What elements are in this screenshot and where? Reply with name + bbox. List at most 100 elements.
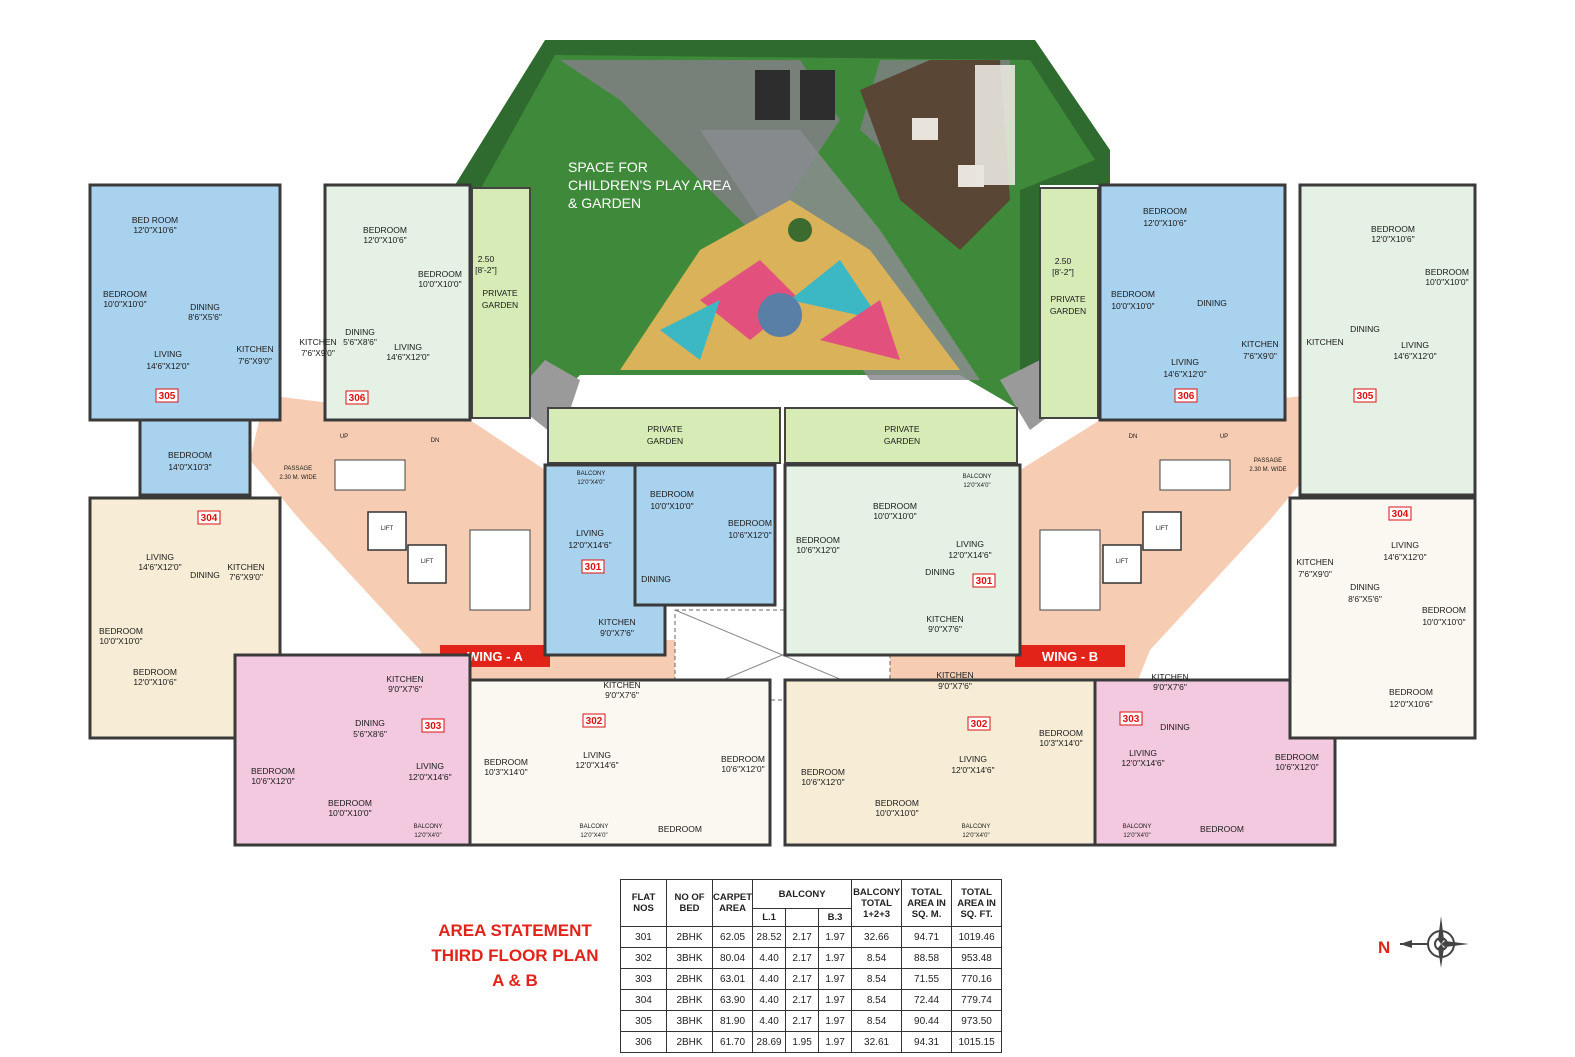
cell-carpet: 61.70 (711, 1031, 754, 1053)
cell-sqm: 90.44 (901, 1010, 953, 1032)
table-row: 304 2BHK 63.90 4.40 2.17 1.97 8.54 72.44… (620, 989, 1003, 1011)
301a-kitchen: KITCHEN (598, 617, 635, 627)
cell-carpet: 62.05 (711, 926, 754, 948)
cell-d2: 2.17 (785, 989, 820, 1011)
pg-right-label-2: GARDEN (1050, 306, 1086, 316)
balcony-303a: BALCONY (414, 824, 443, 830)
302a-bedroom-2: BEDROOM (721, 754, 765, 764)
flat-303-left: 303 (425, 721, 442, 732)
cell-l1: 4.40 (752, 968, 787, 990)
302b-bedroom-1-dim: 10'3"X14'0" (1039, 738, 1082, 748)
305-bedroom-2-dim: 10'0"X10'0" (103, 299, 146, 309)
col-carpet-area: CARPET AREA (711, 879, 754, 927)
cell-carpet: 80.04 (711, 947, 754, 969)
304b-kitchen-dim: 7'6"X9'0" (1298, 569, 1332, 579)
passage-right-label: PASSAGE (1254, 458, 1282, 464)
301b-bedroom-2: BEDROOM (796, 535, 840, 545)
cell-btotal: 32.66 (851, 926, 903, 948)
flat-303-right: 303 (1123, 714, 1140, 725)
pg-right-dim-ft: [8'-2"] (1052, 267, 1074, 277)
cell-b3: 1.97 (818, 968, 853, 990)
passage-right-width: 2.30 M. WIDE (1249, 467, 1286, 473)
balcony-301b-dim: 12'0"X4'0" (963, 483, 990, 489)
floor-plan: SPACE FOR CHILDREN'S PLAY AREA & GARDEN … (88, 40, 1477, 847)
304b-kitchen: KITCHEN (1296, 557, 1333, 567)
303b-bedroom-2: BEDROOM (1200, 824, 1244, 834)
305b-bedroom-1: BEDROOM (1371, 224, 1415, 234)
305-kitchen-dim: 7'6"X9'0" (238, 356, 272, 366)
garden-label-1: SPACE FOR (568, 159, 648, 175)
301a-bedroom-2: BEDROOM (728, 518, 772, 528)
col-no-of-bed: NO OF BED (666, 879, 713, 927)
cell-btotal: 8.54 (851, 968, 903, 990)
cell-sqm: 71.55 (901, 968, 953, 990)
cell-l1: 28.52 (752, 926, 787, 948)
301a-living: LIVING (576, 528, 604, 538)
cell-btotal: 8.54 (851, 1010, 903, 1032)
cell-carpet: 81.90 (711, 1010, 754, 1032)
pg-center-left-2: GARDEN (647, 436, 683, 446)
303b-kitchen-dim: 9'0"X7'6" (1153, 682, 1187, 692)
cell-flat: 303 (620, 968, 667, 990)
303a-kitchen-dim: 9'0"X7'6" (388, 684, 422, 694)
cell-sqm: 94.31 (901, 1031, 953, 1053)
306b-living-dim: 14'6"X12'0" (1163, 369, 1206, 379)
garden-label-3: & GARDEN (568, 195, 641, 211)
304a-living: LIVING (146, 552, 174, 562)
305-kitchen: KITCHEN (236, 344, 273, 354)
cell-sqm: 88.58 (901, 947, 953, 969)
cell-bed: 2BHK (666, 968, 713, 990)
cell-b3: 1.97 (818, 947, 853, 969)
303b-dining: DINING (1160, 722, 1190, 732)
301a-kitchen-dim: 9'0"X7'6" (600, 628, 634, 638)
306b-dining: DINING (1197, 298, 1227, 308)
301b-bedroom-2-dim: 10'6"X12'0" (796, 545, 839, 555)
304b-bedroom-2-dim: 12'0"X10'6" (1389, 699, 1432, 709)
area-statement-line-2: THIRD FLOOR PLAN (431, 946, 599, 965)
cell-sqm: 94.71 (901, 926, 953, 948)
305-bedroom-1-dim: 12'0"X10'6" (133, 225, 176, 235)
table-row: 306 2BHK 61.70 28.69 1.95 1.97 32.61 94.… (620, 1031, 1003, 1053)
305-dining: DINING (190, 302, 220, 312)
303a-kitchen: KITCHEN (386, 674, 423, 684)
305b-bedroom-1-dim: 12'0"X10'6" (1371, 234, 1414, 244)
cell-b3: 1.97 (818, 1010, 853, 1032)
306a-kitchen-dim: 7'6"X9'0" (301, 348, 335, 358)
cell-d2: 2.17 (785, 1010, 820, 1032)
301b-dining: DINING (925, 567, 955, 577)
302b-living: LIVING (959, 754, 987, 764)
passage-left-width: 2.30 M. WIDE (279, 475, 316, 481)
stair-up-right: UP (1220, 434, 1228, 440)
balcony-302a: BALCONY (580, 824, 609, 830)
pg-center-left-1: PRIVATE (647, 424, 682, 434)
306b-bedroom-1-dim: 12'0"X10'6" (1143, 218, 1186, 228)
304a-bedroom-2: BEDROOM (133, 667, 177, 677)
302b-kitchen: KITCHEN (936, 670, 973, 680)
cell-bed: 2BHK (666, 989, 713, 1011)
cell-b3: 1.97 (818, 926, 853, 948)
306b-bedroom-1: BEDROOM (1143, 206, 1187, 216)
304a-kitchen-dim: 7'6"X9'0" (229, 572, 263, 582)
compass-icon (1400, 916, 1469, 968)
cell-d2: 2.17 (785, 926, 820, 948)
stair-dn-right: DN (1129, 434, 1138, 440)
cell-d2: 2.17 (785, 947, 820, 969)
301b-bedroom-1: BEDROOM (873, 501, 917, 511)
304b-dining: DINING (1350, 582, 1380, 592)
306b-kitchen: KITCHEN (1241, 339, 1278, 349)
col-flat-nos: FLAT NOS (620, 879, 667, 927)
flat-306-right: 306 (1178, 391, 1195, 402)
cell-d2: 1.95 (785, 1031, 820, 1053)
305-bedroom-3: BEDROOM (168, 450, 212, 460)
col-b1: L.1 (752, 908, 787, 927)
stair-up-left: UP (340, 434, 348, 440)
302a-living: LIVING (583, 750, 611, 760)
flat-304-left: 304 (201, 513, 218, 524)
flat-302-left: 302 (586, 716, 603, 727)
col-b3: B.3 (818, 908, 853, 927)
305b-bedroom-2-dim: 10'0"X10'0" (1425, 277, 1468, 287)
304a-bedroom-1-dim: 10'0"X10'0" (99, 636, 142, 646)
301a-bedroom-1: BEDROOM (650, 489, 694, 499)
304a-bedroom-2-dim: 12'0"X10'6" (133, 677, 176, 687)
306a-bedroom-1: BEDROOM (363, 225, 407, 235)
